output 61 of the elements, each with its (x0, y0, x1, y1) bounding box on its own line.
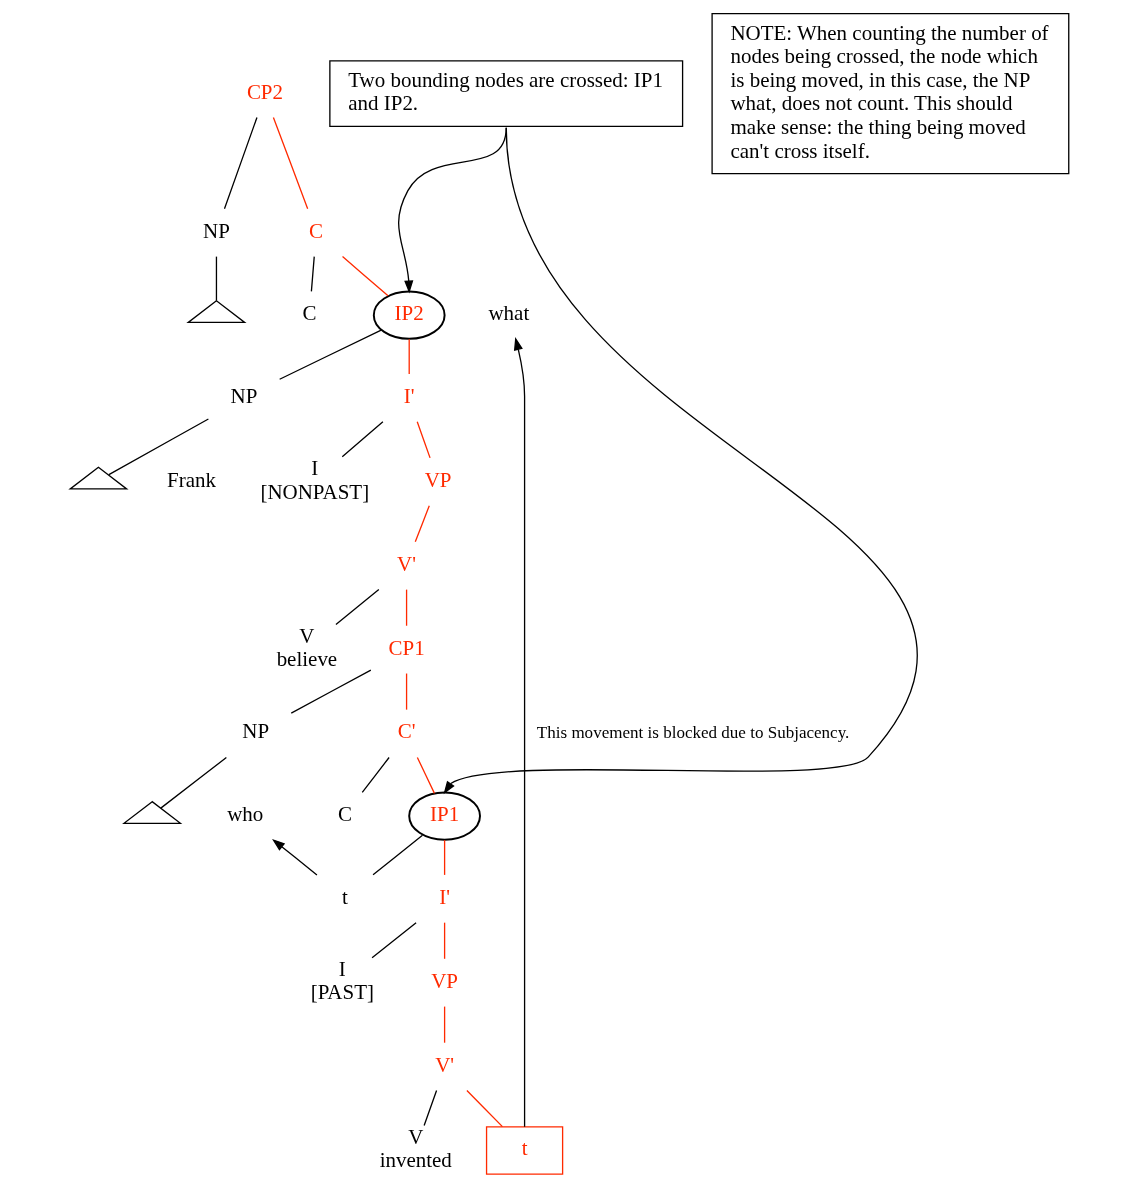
connector (278, 329, 382, 380)
node-text: C (308, 218, 323, 243)
node-box: Two bounding nodes are crossed: IP1 and IP2. (328, 60, 683, 128)
connector (414, 505, 430, 543)
node-text: NP (230, 383, 257, 408)
edge-label: This movement is blocked due to Subjacency. (536, 722, 849, 742)
node-text: V' (434, 1052, 454, 1077)
connector (310, 255, 315, 293)
node-triangle (121, 800, 182, 824)
connector (423, 1089, 437, 1127)
connector (405, 588, 407, 627)
connector (159, 756, 227, 809)
connector (443, 839, 445, 876)
arrow (513, 337, 525, 1128)
connector (334, 588, 379, 626)
node-text: NP (241, 719, 269, 744)
node-text: who (226, 802, 263, 827)
node-text: what (487, 301, 529, 326)
node-box: NOTE: When counting the number of nodes being crossed, the node which is being moved, in this case, the NP what, does not count. This should make sense: the thing being moved can't cross itself. (710, 12, 1069, 175)
node-text: CP1 (388, 635, 425, 660)
node-text: I' (438, 884, 450, 909)
arrow (443, 127, 918, 795)
connector (107, 418, 209, 476)
connector (416, 421, 431, 459)
node-text: V believe (276, 623, 337, 672)
node-text: V' (396, 551, 416, 576)
node-text: V invented (379, 1124, 452, 1173)
connector (465, 1089, 503, 1128)
node-text: C (337, 802, 352, 827)
connector (408, 338, 410, 375)
node-triangle (185, 299, 247, 324)
node-text: t (341, 884, 348, 909)
node-triangle (67, 466, 129, 490)
node-box: t (485, 1126, 563, 1175)
node-text: CP2 (246, 79, 283, 104)
connector (341, 421, 384, 458)
node-text: C (302, 301, 317, 326)
node-text: I' (403, 383, 415, 408)
connector (272, 116, 308, 210)
connector (215, 255, 217, 302)
node-text: C' (397, 719, 415, 744)
node-text: I [PAST] (310, 956, 374, 1005)
connector (371, 834, 423, 876)
connector (416, 756, 435, 795)
arrow (397, 127, 507, 294)
node-ellipse: IP2 (372, 290, 446, 340)
arrow (271, 838, 318, 876)
node-ellipse: IP1 (407, 791, 481, 841)
connector (405, 672, 407, 711)
connector (223, 116, 258, 210)
node-text: VP (430, 968, 458, 993)
node-text: NP (202, 218, 230, 243)
node-text: I [NONPAST] (259, 455, 369, 504)
connector (443, 1005, 445, 1044)
connector (361, 756, 390, 793)
connector (443, 922, 445, 960)
node-text: Frank (166, 467, 216, 492)
connector (370, 922, 417, 959)
connector (341, 255, 389, 297)
node-text: VP (424, 467, 451, 492)
connector (290, 669, 371, 714)
